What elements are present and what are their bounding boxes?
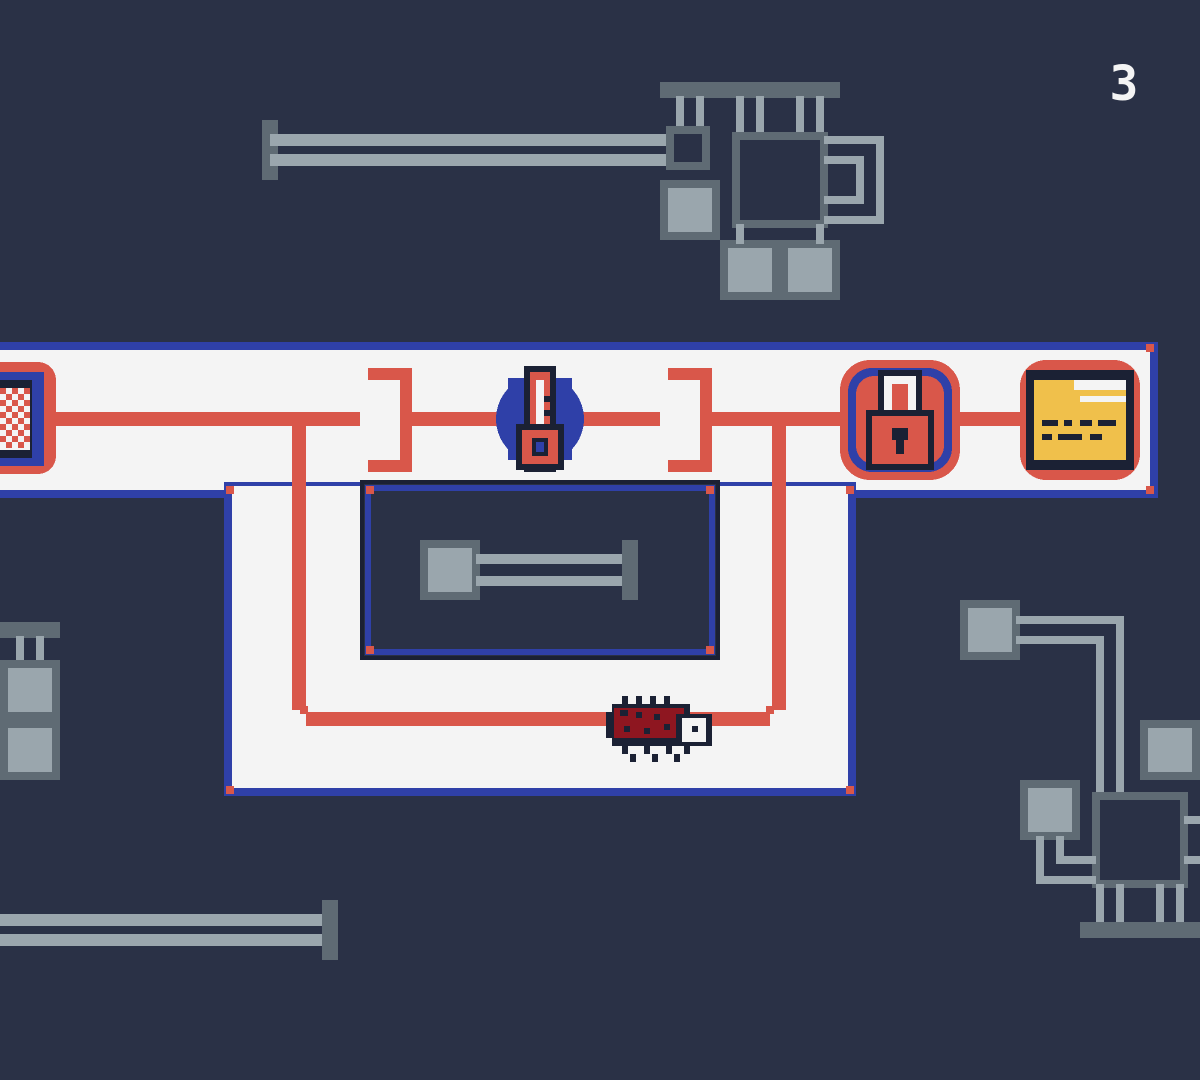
padlock-icon: [866, 370, 934, 470]
key-tile[interactable]: [496, 366, 584, 472]
wire-path: [40, 368, 1120, 726]
goal-tile[interactable]: [1020, 360, 1140, 480]
level-counter: 3: [1109, 56, 1139, 112]
key-icon: [516, 366, 564, 472]
bug-icon: [606, 696, 712, 762]
lock-tile[interactable]: [840, 360, 960, 480]
bug-player[interactable]: [606, 696, 712, 762]
checkered-flag-icon: [0, 388, 30, 448]
circuit-decoration-right: [960, 600, 1200, 938]
circuit-decoration-left: [0, 622, 338, 960]
circuit-decoration-top: [262, 82, 884, 300]
start-tile[interactable]: [0, 362, 56, 474]
folder-icon: [1034, 380, 1126, 460]
level-board: [0, 342, 1158, 796]
